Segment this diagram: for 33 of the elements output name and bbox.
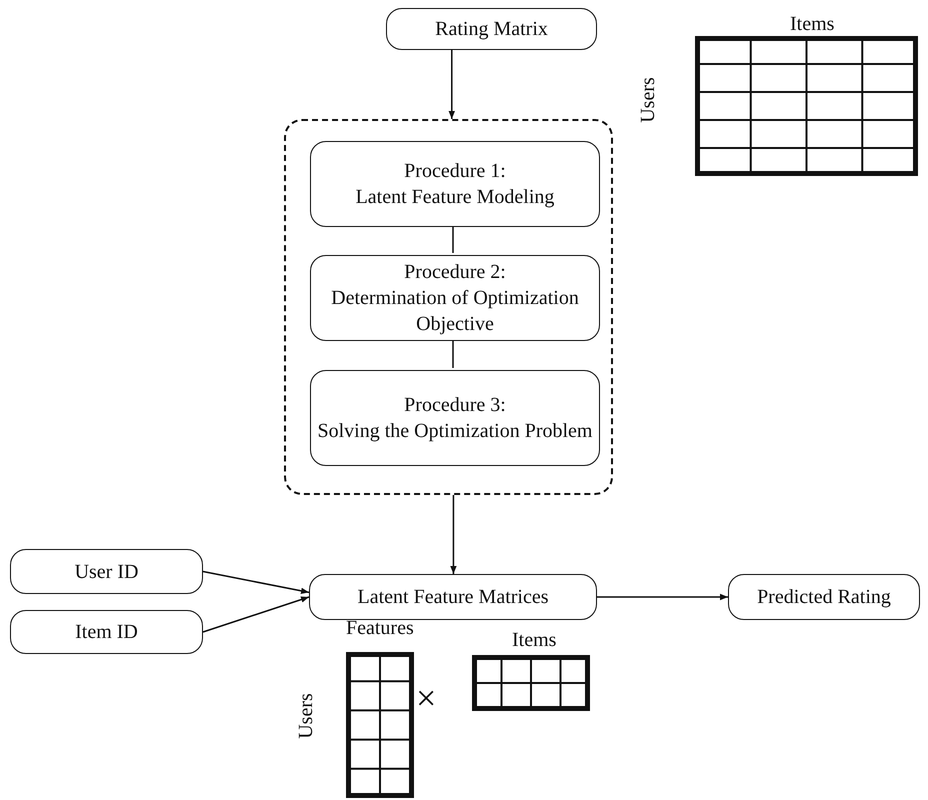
node-body-text: Determination of Optimization Objective xyxy=(330,286,580,337)
process-box xyxy=(10,549,203,594)
process-box xyxy=(728,574,920,620)
node-label: Latent Feature Matrices xyxy=(357,585,549,610)
arrow xyxy=(202,570,310,594)
connector-line xyxy=(452,225,454,253)
process-box xyxy=(310,370,600,466)
node-label: Rating Matrix xyxy=(435,17,548,42)
node-label: Predicted Rating xyxy=(757,585,891,610)
arrow xyxy=(202,596,310,633)
dashed-group-box xyxy=(284,119,613,495)
node-label: Item ID xyxy=(75,620,138,645)
node-label: Procedure 2: xyxy=(404,260,506,285)
axis-label: Users xyxy=(296,693,316,739)
node-body-text: Latent Feature Modeling xyxy=(356,185,554,210)
node-body-text: Solving the Optimization Problem xyxy=(318,419,592,444)
axis-label: Users xyxy=(638,77,658,123)
process-box xyxy=(309,574,597,620)
process-box xyxy=(386,8,597,50)
process-box xyxy=(10,610,203,654)
process-box xyxy=(310,141,600,227)
arrow xyxy=(448,50,455,119)
arrow xyxy=(597,594,728,600)
node-label: User ID xyxy=(74,560,138,584)
node-label: Procedure 1: xyxy=(404,159,506,184)
arrow xyxy=(450,495,457,574)
connector-line xyxy=(452,339,454,368)
multiply-sign: × xyxy=(416,680,436,716)
axis-label: Features xyxy=(346,618,414,638)
process-box xyxy=(310,255,600,341)
node-label: Procedure 3: xyxy=(404,393,506,418)
axis-label: Items xyxy=(512,630,556,650)
axis-label: Items xyxy=(790,14,834,34)
